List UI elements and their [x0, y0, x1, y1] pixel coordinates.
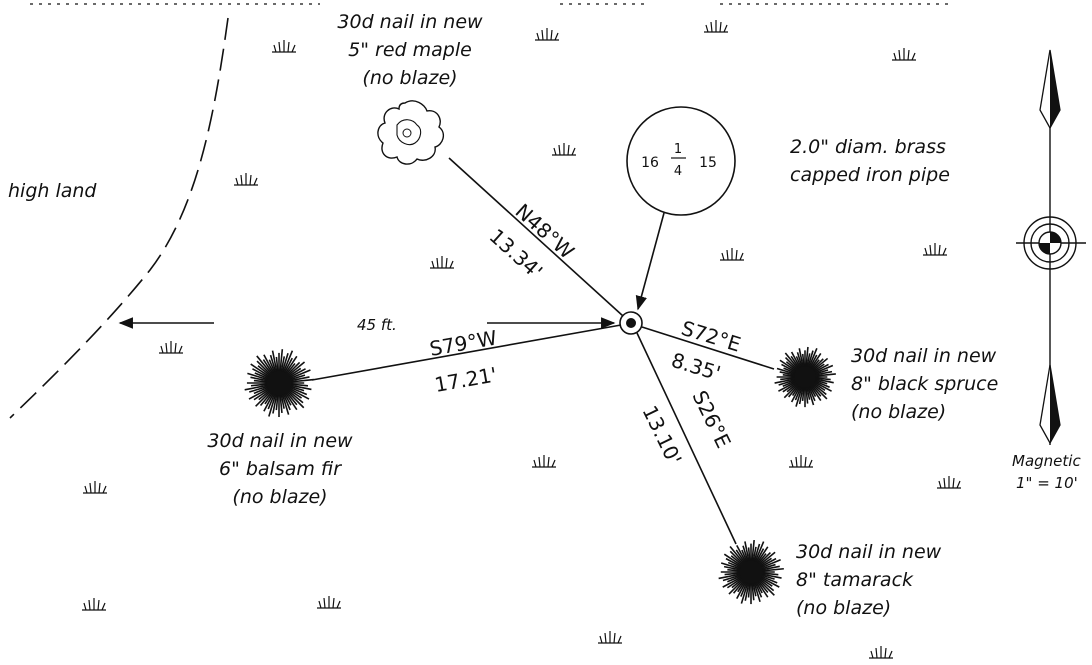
marsh-symbol-icon: [532, 455, 556, 468]
disc-right-number: 15: [699, 155, 717, 171]
marsh-symbol-icon: [535, 28, 559, 41]
distance-45-label: 45 ft.: [357, 316, 397, 334]
marsh-symbol-icon: [892, 48, 916, 61]
balsam-fir-icon: [244, 349, 314, 418]
marsh-symbols: [82, 20, 961, 659]
tie-line-balsam-fir: [311, 324, 622, 381]
svg-text:(no blaze): (no blaze): [796, 597, 891, 619]
marsh-symbol-icon: [923, 243, 947, 256]
svg-text:30d nail in new: 30d nail in new: [851, 345, 997, 367]
high-land-boundary-line: [9, 17, 229, 419]
corner-monument-icon: [619, 311, 643, 335]
svg-text:30d nail in new: 30d nail in new: [207, 430, 353, 452]
scale-label: 1" = 10': [1016, 474, 1078, 492]
svg-text:(no blaze): (no blaze): [362, 67, 457, 89]
bearing-s72e-label: S72°E: [679, 316, 744, 357]
svg-text:8" tamarack: 8" tamarack: [796, 569, 914, 591]
marsh-symbol-icon: [720, 248, 744, 261]
svg-text:8" black spruce: 8" black spruce: [851, 373, 998, 395]
red-maple-label: 30d nail in new 5" red maple (no blaze): [337, 11, 483, 89]
marsh-symbol-icon: [159, 341, 183, 354]
distance-s26e-label: 13.10': [638, 402, 687, 469]
tie-line-red-maple: [448, 157, 624, 317]
marsh-symbol-icon: [937, 476, 961, 489]
svg-text:30d nail in new: 30d nail in new: [337, 11, 483, 33]
marsh-symbol-icon: [869, 646, 893, 659]
brass-cap-disc-icon: 16 1 4 15: [626, 106, 736, 216]
bearing-s26e-label: S26°E: [688, 387, 736, 452]
marsh-symbol-icon: [789, 455, 813, 468]
svg-text:30d nail in new: 30d nail in new: [796, 541, 942, 563]
corner-description-line1: 2.0" diam. brass: [790, 136, 946, 158]
disc-left-number: 16: [641, 155, 659, 171]
corner-description-line2: capped iron pipe: [790, 164, 950, 186]
tamarack-label: 30d nail in new 8" tamarack (no blaze): [796, 541, 942, 619]
tie-line-black-spruce: [641, 326, 775, 370]
bearing-s79w-label: S79°W: [428, 325, 499, 360]
marsh-symbol-icon: [82, 598, 106, 611]
svg-text:(no blaze): (no blaze): [232, 486, 327, 508]
marsh-symbol-icon: [704, 20, 728, 33]
marsh-symbol-icon: [272, 40, 296, 53]
distance-s72e-label: 8.35': [669, 348, 724, 386]
black-spruce-icon: [774, 346, 836, 408]
tamarack-icon: [718, 540, 784, 605]
svg-text:5" red maple: 5" red maple: [348, 39, 472, 61]
magnetic-label: Magnetic: [1012, 452, 1081, 470]
red-maple-icon: [377, 100, 445, 165]
disc-top-number: 1: [674, 142, 682, 157]
north-arrow-icon: [1016, 49, 1086, 445]
marsh-symbol-icon: [430, 256, 454, 269]
marsh-symbol-icon: [317, 596, 341, 609]
marsh-symbol-icon: [234, 173, 258, 186]
marsh-symbol-icon: [552, 143, 576, 156]
tie-line-tamarack: [636, 332, 737, 545]
balsam-fir-label: 30d nail in new 6" balsam fir (no blaze): [207, 430, 353, 508]
black-spruce-label: 30d nail in new 8" black spruce (no blaz…: [851, 345, 998, 423]
high-land-label: high land: [8, 180, 97, 202]
svg-text:(no blaze): (no blaze): [851, 401, 946, 423]
marsh-symbol-icon: [598, 631, 622, 644]
svg-text:6" balsam fir: 6" balsam fir: [219, 458, 342, 480]
distance-s79w-label: 17.21': [433, 362, 499, 397]
disc-leader-arrow: [635, 212, 665, 311]
marsh-symbol-icon: [83, 481, 107, 494]
disc-bottom-number: 4: [674, 164, 682, 179]
